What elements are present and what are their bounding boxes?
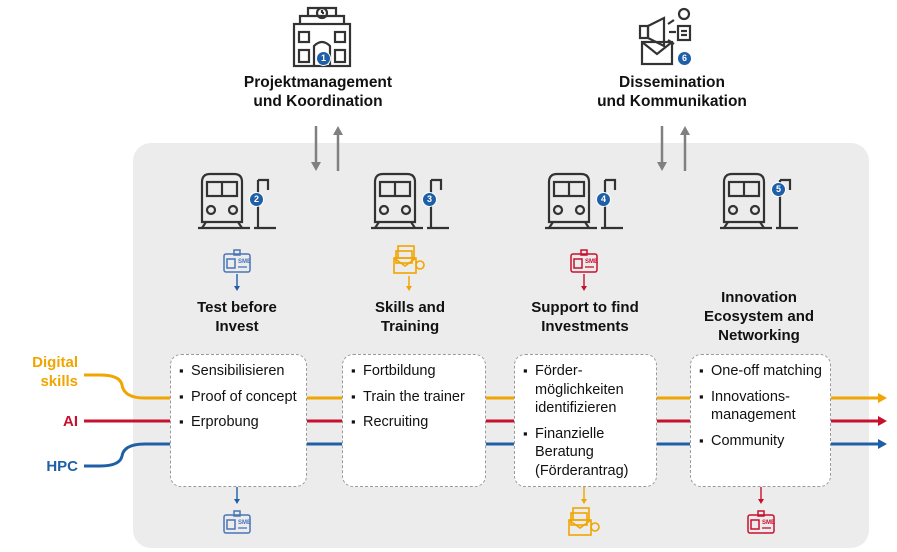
column-title-support-investments: Support to find Investments: [531, 299, 639, 335]
stream-arrowhead-hpc: [878, 439, 887, 449]
column-box-skills-training: Fortbildung Train the trainer Recruiting: [342, 354, 486, 487]
step-badge-3: 3: [422, 192, 437, 207]
list-item: Finanzielle Beratung (Förderantrag): [523, 425, 650, 481]
arrow-up-left-head: [333, 126, 343, 135]
train-icon: [371, 172, 449, 230]
sme-text: SME: [238, 520, 251, 526]
stream-label-hpc: HPC: [46, 458, 78, 475]
title-projektmanagement: Projektmanagement und Koordination: [243, 74, 393, 110]
stream-label-ai: AI: [63, 413, 78, 430]
train-icon: [545, 172, 623, 230]
column-box-support-investments: Förder-möglichkeiten identifizieren Fina…: [514, 354, 657, 487]
column-title-skills-training: Skills and Training: [374, 299, 446, 335]
stream-arrowhead-digital-skills: [878, 393, 887, 403]
list-item: Förder-möglichkeiten identifizieren: [523, 362, 650, 418]
step-badge-4: 4: [596, 192, 611, 207]
step-badge-1: 1: [316, 51, 331, 66]
stream-line-hpc: [84, 442, 170, 468]
train-icon: [198, 172, 276, 230]
list-item: Innovations-management: [699, 388, 824, 425]
sme-id-card-icon: SME: [570, 249, 598, 273]
column-box-test-before-invest: Sensibilisieren Proof of concept Erprobu…: [170, 354, 307, 487]
sme-id-card-icon: SME: [747, 510, 775, 534]
list-item: Community: [699, 432, 824, 451]
column-title-innovation-ecosystem: Innovation Ecosystem and Networking: [703, 289, 815, 344]
arrow-down-right-head: [657, 162, 667, 171]
list-item: Fortbildung: [351, 362, 479, 381]
stream-line-digital-skills: [84, 373, 170, 400]
megaphone-icon: [638, 7, 692, 66]
step-badge-5: 5: [771, 182, 786, 197]
document-bundle-icon: [568, 507, 600, 536]
arrow-up-right-head: [680, 126, 690, 135]
list-item: Proof of concept: [179, 388, 300, 407]
building-icon: [292, 6, 352, 68]
list-item: Recruiting: [351, 413, 479, 432]
arrow-down-left-head: [311, 162, 321, 171]
train-icon: [720, 172, 798, 230]
list-item: Sensibilisieren: [179, 362, 300, 381]
stream-arrowhead-ai: [878, 416, 887, 426]
step-badge-2: 2: [249, 192, 264, 207]
sme-text: SME: [762, 520, 775, 526]
list-item: One-off matching: [699, 362, 824, 381]
list-item: Train the trainer: [351, 388, 479, 407]
step-badge-6: 6: [677, 51, 692, 66]
stream-label-digital-skills: Digital skills: [32, 354, 78, 390]
column-box-innovation-ecosystem: One-off matching Innovations-management …: [690, 354, 831, 487]
column-title-test-before-invest: Test before Invest: [197, 299, 277, 335]
sme-id-card-icon: SME: [223, 249, 251, 273]
list-item: Erprobung: [179, 413, 300, 432]
document-bundle-icon: [393, 245, 425, 274]
title-dissemination: Dissemination und Kommunikation: [597, 74, 747, 110]
sme-id-card-icon: SME: [223, 510, 251, 534]
sme-text: SME: [238, 259, 251, 265]
sme-text: SME: [585, 259, 598, 265]
